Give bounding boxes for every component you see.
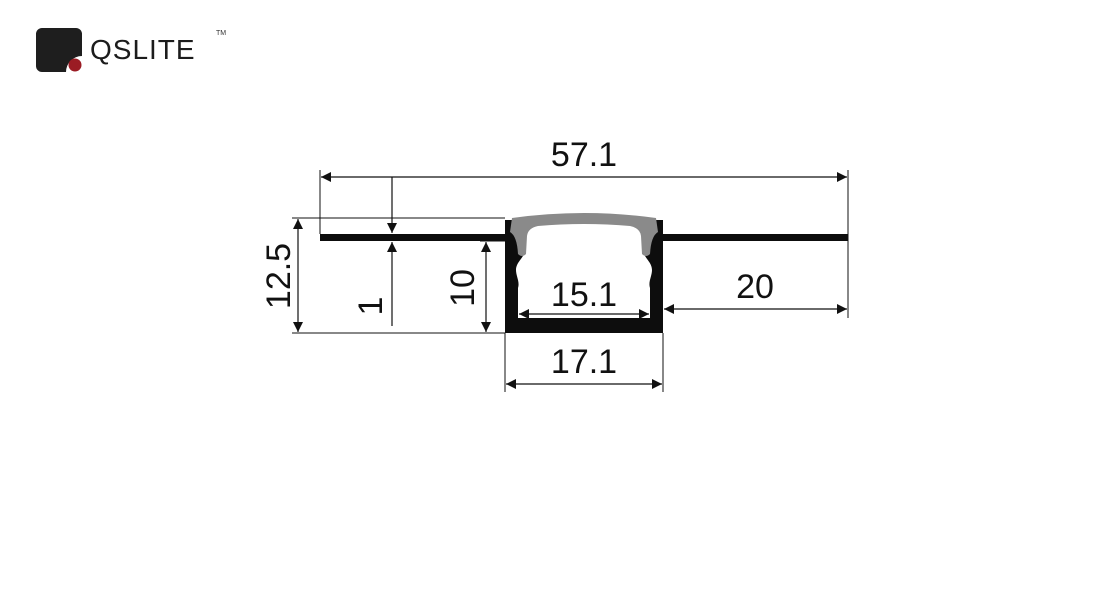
label-flange-thickness: 1 (352, 297, 390, 316)
brand-name: QSLITE (90, 34, 196, 65)
label-flange-width: 20 (736, 268, 774, 306)
aluminium-profile (320, 220, 848, 333)
trademark-symbol: TM (216, 30, 227, 37)
qslite-logo-icon (36, 28, 82, 72)
right-flange (662, 234, 848, 241)
left-flange (320, 234, 506, 241)
label-overall-width: 57.1 (551, 136, 617, 174)
dimension-lines (293, 172, 847, 389)
channel-body (505, 220, 663, 333)
label-channel-depth: 10 (444, 269, 482, 307)
label-outer-width: 17.1 (551, 343, 617, 381)
brand-logo: QSLITE TM (36, 26, 236, 76)
label-inner-width: 15.1 (551, 276, 617, 314)
diffuser-cover (510, 213, 658, 256)
label-total-height: 12.5 (260, 243, 298, 309)
extension-lines (292, 170, 849, 392)
